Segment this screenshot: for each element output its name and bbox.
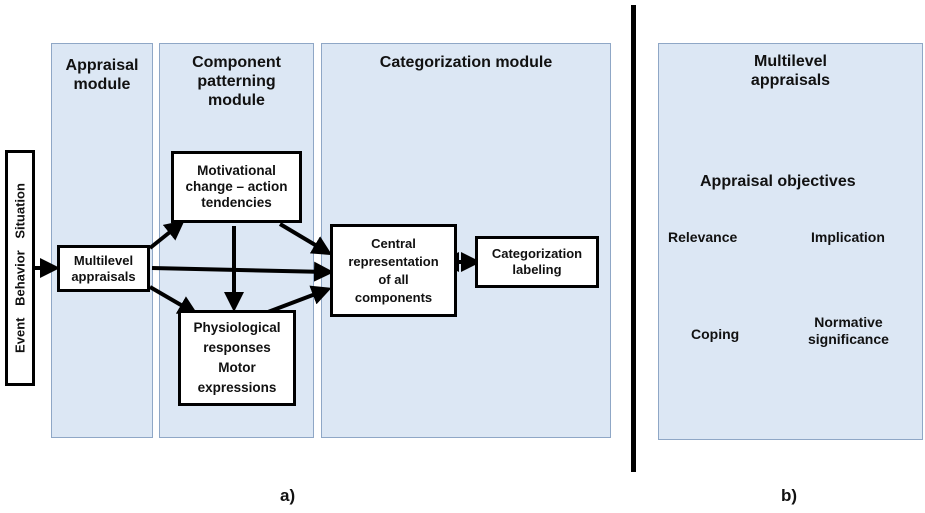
categorization-module-title: Categorization module bbox=[379, 54, 553, 71]
normative-significance-label: Normative significance bbox=[808, 314, 889, 347]
caption-a: a) bbox=[280, 486, 296, 505]
component-patterning-module-title: Component patterning module bbox=[192, 54, 281, 109]
coping-label: Coping bbox=[691, 326, 740, 342]
panel-divider bbox=[631, 5, 636, 472]
caption-b: b) bbox=[781, 486, 798, 505]
physiological-responses-box: Physiological responses Motor expression… bbox=[178, 310, 296, 406]
categorization-labeling-box: Categorization labeling bbox=[475, 236, 599, 288]
arrow-motivational-to-central bbox=[278, 222, 333, 256]
multilevel-appraisals-box: Multilevel appraisals bbox=[57, 245, 150, 292]
arrow-appraisals-to-physiological bbox=[148, 285, 199, 316]
multilevel-appraisals-panel: Multilevel appraisals bbox=[658, 43, 923, 440]
relevance-label: Relevance bbox=[668, 229, 738, 245]
multilevel-appraisals-title: Multilevel appraisals bbox=[750, 53, 831, 89]
implication-label: Implication bbox=[811, 229, 885, 245]
arrow-appraisals-to-motivational bbox=[148, 220, 185, 250]
motivational-change-box: Motivational change – action tendencies bbox=[171, 151, 302, 223]
appraisal-module-panel: Appraisal module bbox=[51, 43, 153, 438]
appraisal-objectives-title: Appraisal objectives bbox=[700, 173, 856, 190]
central-representation-box: Central representation of all components bbox=[330, 224, 457, 317]
arrow-physiological-to-central bbox=[267, 285, 332, 314]
appraisal-module-title: Appraisal module bbox=[65, 57, 139, 93]
event-behavior-situation-box: Event Behavior Situation bbox=[5, 150, 35, 386]
arrow-appraisals-to-central bbox=[151, 261, 334, 282]
